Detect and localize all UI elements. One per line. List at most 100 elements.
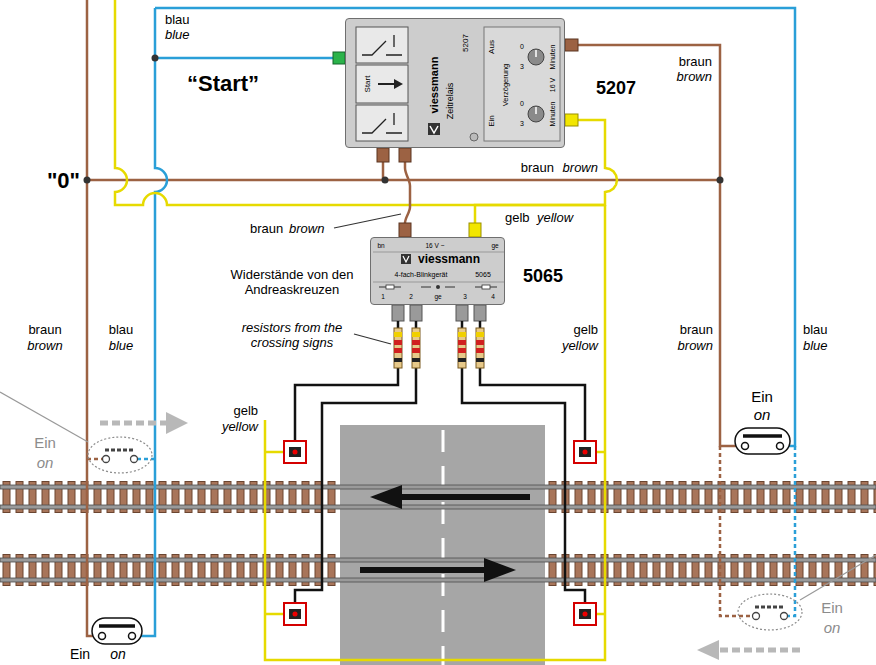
ground-name: "0" — [47, 168, 80, 193]
road — [340, 425, 545, 665]
resistor-symbol — [458, 358, 466, 362]
wire-color: blau — [109, 323, 134, 338]
yellow-wire — [265, 451, 284, 454]
device-label: 3 — [520, 63, 524, 71]
device-face — [484, 27, 560, 141]
device-face — [362, 113, 402, 133]
wire-color: brown — [289, 222, 324, 237]
wire-color: braun — [680, 323, 713, 338]
wire-color: braun — [250, 222, 283, 237]
wire-color: brown — [677, 70, 712, 85]
resistor-symbol — [394, 358, 402, 362]
plug — [399, 223, 411, 237]
junction-dot — [152, 55, 159, 62]
blue-wire — [138, 458, 156, 461]
device-label: viessmann — [428, 57, 441, 114]
resistor-symbol — [458, 328, 466, 368]
wire-color: braun — [28, 323, 61, 338]
wire-color: blue — [165, 28, 190, 43]
resistor-symbol — [476, 340, 484, 345]
travel-direction-arrow — [697, 640, 719, 660]
railway-track — [0, 554, 876, 586]
junction-dot — [84, 55, 724, 184]
junction-dot — [84, 177, 91, 184]
resistor-symbol — [394, 332, 402, 337]
track-contact-passive — [105, 449, 135, 452]
blue-wire — [788, 446, 796, 616]
plug — [392, 305, 404, 321]
contact-state: on — [824, 619, 841, 636]
rail — [0, 578, 876, 582]
leader-line — [354, 334, 391, 344]
yellow-wire — [115, 0, 605, 660]
crossing-sign — [289, 609, 301, 619]
track-contact — [92, 618, 142, 644]
device-label: 4-fach-Blinkgerät — [395, 271, 448, 279]
device-face — [378, 83, 396, 85]
rail — [0, 485, 876, 489]
crossing-sign — [289, 447, 301, 457]
plug — [474, 305, 486, 321]
device-face — [386, 285, 394, 289]
device-face — [346, 19, 564, 147]
wire-color: yellow — [537, 211, 573, 226]
wire-color: braun — [679, 55, 712, 70]
track-contact-passive — [753, 613, 760, 620]
resistor-symbol — [412, 348, 420, 353]
signal-wire — [480, 373, 585, 441]
device-label: viessmann — [418, 253, 480, 267]
track-contact-passive — [755, 606, 785, 609]
wire-color: braun — [521, 161, 554, 176]
track-contact — [99, 633, 106, 640]
track-contact — [735, 428, 790, 454]
junction-dot — [382, 177, 389, 184]
direction-arrow — [370, 485, 402, 509]
resistor-symbol — [412, 340, 420, 345]
resistor-symbol — [476, 358, 484, 362]
device-face — [470, 133, 478, 141]
device-label: Minuten — [549, 102, 557, 127]
crossing-sign — [579, 609, 591, 619]
resistor-symbol — [394, 328, 402, 368]
direction-arrow — [395, 494, 530, 500]
resistor-symbol — [394, 321, 484, 373]
wire-color: brown — [563, 161, 598, 176]
contact-state: on — [37, 454, 54, 471]
travel-direction-arrow — [719, 648, 800, 653]
crossing-sign — [574, 441, 596, 463]
contact-state: Ein — [34, 434, 56, 451]
resistor-symbol — [476, 328, 484, 368]
plug — [456, 305, 468, 321]
device-face — [394, 79, 403, 89]
resistor-symbol — [458, 348, 466, 353]
callout-note: resistors from the crossing signs — [217, 321, 367, 351]
crossing-sign — [574, 603, 596, 625]
device-face — [373, 282, 504, 283]
direction-arrow — [360, 485, 530, 582]
device-face — [362, 35, 402, 55]
device-face — [482, 285, 490, 289]
plug — [469, 223, 481, 237]
leader-line — [800, 555, 876, 600]
brown-wire — [578, 45, 742, 446]
resistor-symbol — [412, 358, 420, 362]
track-contact — [742, 443, 749, 450]
blue-wire — [155, 57, 333, 60]
track-contact — [777, 443, 784, 450]
device-label: ge — [434, 293, 441, 300]
device-face — [356, 27, 408, 63]
wire-color: blue — [109, 339, 134, 354]
contact-state: Ein — [70, 646, 90, 662]
brown-wire — [720, 446, 753, 616]
resistor-symbol — [394, 348, 402, 353]
plug — [565, 39, 578, 51]
blue-wire — [136, 8, 168, 636]
contact-state: Ein — [751, 388, 773, 405]
part-number: 5065 — [523, 266, 563, 287]
blue-wire — [136, 8, 796, 636]
device-face — [403, 256, 409, 262]
device-face — [356, 105, 408, 141]
rail — [0, 485, 876, 582]
track-contact-passive — [103, 456, 110, 463]
